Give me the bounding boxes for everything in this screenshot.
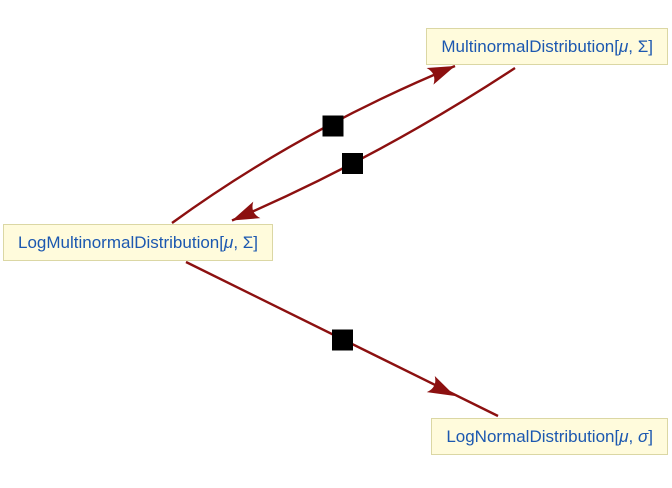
- arrowhead-to-multinormal-icon: [426, 66, 455, 85]
- node-label-suffix: ]: [648, 37, 653, 56]
- node-logmultinormal-distribution[interactable]: LogMultinormalDistribution[μ, Σ]: [3, 224, 274, 261]
- node-label-prefix: LogMultinormalDistribution[: [18, 233, 224, 252]
- node-multinormal-distribution[interactable]: MultinormalDistribution[μ, Σ]: [426, 28, 668, 65]
- node-label-param-sigma: Σ: [242, 233, 254, 252]
- edge-marker-square[interactable]: [322, 115, 344, 137]
- node-label-param-mu: μ: [223, 233, 234, 252]
- arrowhead-to-lognormal-icon: [426, 375, 455, 396]
- node-label-prefix: MultinormalDistribution[: [441, 37, 619, 56]
- node-label-separator: ,: [628, 37, 638, 56]
- node-label-separator: ,: [233, 233, 243, 252]
- node-label-param-mu: μ: [618, 37, 629, 56]
- node-label-param-sigma: σ: [638, 427, 649, 446]
- node-label-param-mu: μ: [619, 427, 629, 446]
- node-label-suffix: ]: [648, 427, 653, 446]
- edge-logmultinormal-to-multinormal: [171, 64, 456, 224]
- node-label-param-sigma: Σ: [637, 37, 649, 56]
- edge-marker-square[interactable]: [342, 153, 363, 174]
- node-lognormal-distribution[interactable]: LogNormalDistribution[μ, σ]: [431, 418, 668, 455]
- edge-marker-square[interactable]: [332, 329, 353, 351]
- node-label-prefix: LogNormalDistribution[: [446, 427, 620, 446]
- node-label-suffix: ]: [253, 233, 259, 252]
- arrowhead-to-logmultinormal-icon: [232, 201, 261, 221]
- node-label-separator: ,: [628, 427, 638, 446]
- edge-multinormal-to-logmultinormal: [231, 66, 516, 222]
